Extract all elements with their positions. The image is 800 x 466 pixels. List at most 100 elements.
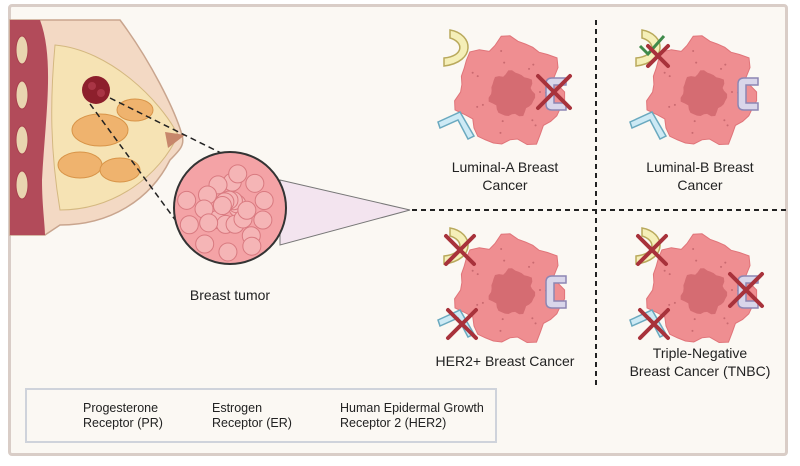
cytoplasm-dot	[499, 329, 502, 332]
cytoplasm-dot	[476, 273, 479, 276]
cytoplasm-dot	[692, 247, 695, 250]
cell-triple-negative	[629, 227, 764, 344]
tumor-cell	[253, 210, 273, 230]
progesterone-receptor-icon	[635, 29, 661, 67]
cytoplasm-dot	[476, 303, 479, 306]
cytoplasm-dot	[695, 61, 698, 64]
cytoplasm-dot	[534, 124, 537, 127]
cytoplasm-dot	[503, 259, 506, 262]
her2-receptor-icon	[545, 275, 567, 309]
cytoplasm-dot	[731, 289, 733, 291]
cytoplasm-dot	[500, 247, 503, 250]
cytoplasm-dot	[663, 269, 666, 272]
progesterone-receptor-icon	[443, 29, 469, 67]
tumor-cell	[242, 236, 262, 256]
her2-receptor-icon	[545, 77, 567, 111]
estrogen-receptor-icon	[629, 111, 668, 140]
cytoplasm-dot	[476, 75, 479, 78]
cytoplasm-dot	[723, 317, 726, 320]
tumor-label: Breast tumor	[189, 287, 271, 303]
er-absent-cross-icon	[638, 308, 670, 340]
tumor-cell	[212, 196, 232, 216]
cytoplasm-dot	[726, 124, 729, 127]
cytoplasm-dot	[668, 105, 671, 108]
nucleus	[680, 268, 728, 315]
subtype-label-her2: HER2+ Breast Cancer	[435, 353, 575, 369]
cytoplasm-dot	[532, 63, 535, 66]
pr-absent-cross-icon	[444, 234, 476, 266]
cytoplasm-dot	[501, 318, 504, 321]
cell-luminal-b	[629, 29, 759, 146]
cell-her2-positive	[437, 227, 567, 344]
cytoplasm-dot	[673, 103, 676, 106]
cytoplasm-dot	[539, 289, 541, 291]
tumor-cell	[237, 200, 257, 220]
cytoplasm-dot	[692, 49, 695, 52]
tumor-cell	[199, 213, 219, 233]
tumor-cell	[254, 191, 274, 211]
cytoplasm-dot	[481, 301, 484, 304]
tumor-cell	[245, 173, 265, 193]
quadrant-dividers	[412, 20, 790, 385]
zoom-lines	[89, 97, 226, 241]
cytoplasm-dot	[691, 329, 694, 332]
nucleus	[488, 70, 536, 117]
cytoplasm-dot	[534, 322, 537, 325]
estrogen-receptor-icon	[437, 309, 476, 338]
breast-anatomy-illustration	[9, 19, 185, 236]
her2-receptor-icon	[737, 77, 759, 111]
her2-absent-cross-icon	[728, 272, 764, 308]
cytoplasm-dot	[693, 120, 696, 123]
cytoplasm-dot	[528, 67, 531, 70]
cytoplasm-dot	[663, 71, 666, 74]
cytoplasm-dot	[501, 120, 504, 123]
cytoplasm-dot	[731, 91, 733, 93]
cytoplasm-dot	[668, 75, 671, 78]
tumor-cell	[179, 215, 199, 235]
cytoplasm-dot	[693, 318, 696, 321]
tumor-cell	[195, 234, 215, 254]
tumor-cell	[218, 242, 238, 262]
cytoplasm-dot	[481, 103, 484, 106]
cytoplasm-dot	[726, 322, 729, 325]
cytoplasm-dot	[531, 119, 534, 122]
pr-present-check-icon	[638, 35, 666, 57]
tumor-closeup	[173, 151, 287, 265]
cytoplasm-dot	[471, 269, 474, 272]
cytoplasm-dot	[695, 259, 698, 262]
her2-absent-cross-icon	[536, 74, 572, 110]
her2-receptor-icon	[737, 275, 759, 309]
cytoplasm-dot	[723, 119, 726, 122]
cytoplasm-dot	[471, 71, 474, 74]
cytoplasm-dot	[724, 261, 727, 264]
tumor-cell	[177, 190, 197, 210]
cytoplasm-dot	[668, 273, 671, 276]
cytoplasm-dot	[499, 131, 502, 134]
tumor-cell	[228, 164, 248, 184]
cell-luminal-a	[437, 29, 572, 146]
nucleus	[680, 70, 728, 117]
cytoplasm-dot	[668, 303, 671, 306]
cytoplasm-dot	[691, 131, 694, 134]
cytoplasm-dot	[500, 49, 503, 52]
cytoplasm-dot	[724, 63, 727, 66]
cytoplasm-dot	[528, 265, 531, 268]
cytoplasm-dot	[720, 67, 723, 70]
cytoplasm-dot	[476, 105, 479, 108]
er-absent-cross-icon	[446, 308, 478, 340]
cytoplasm-dot	[532, 261, 535, 264]
pr-absent-cross-icon	[646, 44, 670, 68]
cytoplasm-dot	[539, 91, 541, 93]
cytoplasm-dot	[503, 61, 506, 64]
nucleus	[488, 268, 536, 315]
cytoplasm-dot	[531, 317, 534, 320]
